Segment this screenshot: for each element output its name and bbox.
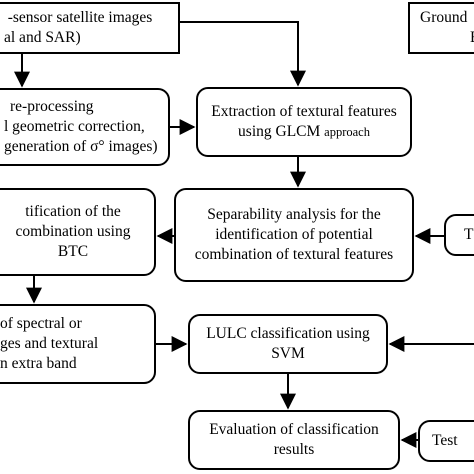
arrow-input-to-extraction <box>180 21 306 87</box>
node-lulc-classification: LULC classification using SVM <box>188 314 388 374</box>
node-extraction-line2-main: using GLCM <box>238 123 325 140</box>
node-identification-line2: combination using <box>15 223 131 240</box>
node-right-input: T <box>444 214 474 256</box>
node-extraction-line2: using GLCM approach <box>238 122 370 142</box>
node-ground-truth-line1: Ground <box>420 9 468 26</box>
node-ground-truth: Ground E <box>408 2 474 54</box>
node-spectral-textural-line3: n extra band <box>0 355 77 372</box>
node-spectral-textural-line2: ges and textural <box>0 335 99 352</box>
node-test-data-line1: Test <box>432 432 458 449</box>
node-extraction-line1: Extraction of textural features <box>211 103 397 120</box>
node-separability-line2: identification of potential <box>215 226 373 243</box>
node-lulc-line2: SVM <box>271 345 305 362</box>
node-evaluation-line1: Evaluation of classification <box>209 421 379 438</box>
node-ground-truth-line2: E <box>420 28 474 48</box>
node-identification: tification of the combination using BTC <box>0 188 156 276</box>
node-right-input-line1: T <box>464 226 474 243</box>
node-extraction-line2-small: approach <box>324 125 370 139</box>
node-preprocessing-line3: generation of σ° images) <box>4 138 158 155</box>
node-identification-line1: tification of the <box>25 203 121 220</box>
node-preprocessing-line1: re-processing <box>10 98 94 115</box>
node-input-images-line1: -sensor satellite images <box>7 9 153 26</box>
node-preprocessing-line2: l geometric correction, <box>4 118 145 135</box>
node-evaluation-line2: results <box>273 441 315 458</box>
node-evaluation: Evaluation of classification results <box>188 410 400 470</box>
node-separability-line3: combination of textural features <box>194 246 394 263</box>
node-separability: Separability analysis for the identifica… <box>174 188 414 282</box>
node-test-data: Test <box>418 420 474 462</box>
node-separability-line1: Separability analysis for the <box>207 206 381 223</box>
node-input-images-line2: al and SAR) <box>4 29 81 46</box>
node-spectral-textural: of spectral or ges and textural n extra … <box>0 304 156 384</box>
node-spectral-textural-line1: of spectral or <box>0 315 82 332</box>
node-identification-line3: BTC <box>57 243 89 260</box>
node-preprocessing: re-processing l geometric correction, ge… <box>0 88 170 166</box>
node-extraction: Extraction of textural features using GL… <box>196 87 412 157</box>
node-lulc-line1: LULC classification using <box>206 325 370 342</box>
node-input-images: -sensor satellite images al and SAR) <box>0 2 180 54</box>
